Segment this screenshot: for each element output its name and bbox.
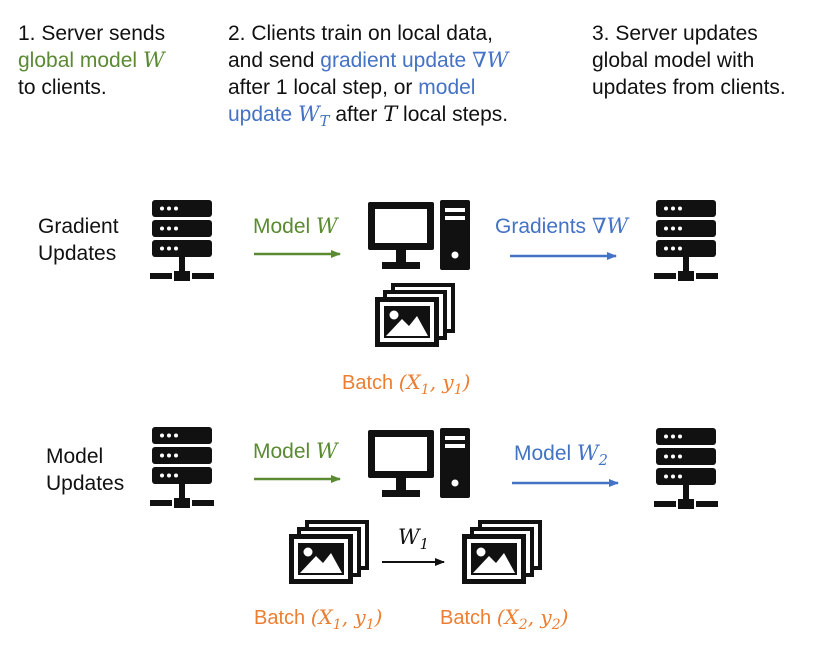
local-step-var: W1 — [398, 525, 429, 554]
desktop-computer-icon — [368, 200, 472, 272]
local-step-arrow — [382, 558, 445, 566]
gradient-in-text: Model — [253, 215, 311, 238]
model-out-text: Model — [514, 442, 572, 465]
model-updates-label: Model Updates — [46, 443, 156, 497]
gradient-label-line-1: Gradient — [38, 215, 119, 238]
model-label-line-2: Updates — [46, 472, 125, 495]
step-3-line-1: 3. Server updates — [592, 22, 758, 45]
step-2-line-4: update WT after T local steps. — [228, 101, 588, 135]
model-batch-2-text: Batch — [440, 607, 492, 629]
model-batch-2-label: Batch (X2, y2) — [440, 605, 568, 637]
step-1-line-3: to clients. — [18, 76, 107, 99]
step-2-t-var: T — [383, 102, 398, 126]
desktop-computer-icon — [368, 428, 472, 500]
image-stack-icon — [289, 520, 371, 586]
model-in-arrow — [254, 475, 341, 483]
model-out-var: W2 — [577, 441, 608, 470]
image-stack-icon — [375, 283, 457, 349]
step-2-model-var: WT — [298, 102, 330, 131]
step-3-line-3: updates from clients. — [592, 76, 786, 99]
gradient-batch-label: Batch (X1, y1) — [342, 370, 470, 402]
step-2-after-1: after 1 local step, or — [228, 76, 413, 99]
step-2-line-1: 2. Clients train on local data, — [228, 22, 493, 45]
server-icon — [654, 428, 718, 514]
gradient-out-text: Gradients — [495, 215, 587, 238]
step-2-gradient-update: gradient update — [320, 49, 467, 72]
step-2-update-word: update — [228, 103, 293, 126]
step-2-line-2: and send gradient update ∇W — [228, 47, 588, 74]
gradients-arrow — [510, 252, 617, 260]
server-icon — [150, 200, 214, 286]
step-2-model-word: model — [418, 76, 476, 99]
step-1-line-2: global model W — [18, 47, 218, 74]
gradient-out-var: ∇W — [591, 214, 629, 238]
model-model-w-label: Model W — [253, 439, 338, 464]
step-2-text: 2. Clients train on local data, and send… — [228, 20, 588, 135]
model-label-line-1: Model — [46, 445, 104, 468]
model-in-var: W — [316, 439, 338, 463]
step-1-text: 1. Server sends global model W to client… — [18, 20, 218, 101]
step-1-highlight: global model — [18, 49, 138, 72]
gradient-model-arrow — [254, 250, 341, 258]
gradient-batch-tuple: (X1, y1) — [398, 370, 471, 398]
step-2-and-send: and send — [228, 49, 315, 72]
server-icon — [150, 427, 214, 513]
gradient-model-w-label: Model W — [253, 214, 338, 239]
model-w2-label: Model W2 — [514, 441, 608, 473]
gradient-updates-label: Gradient Updates — [38, 213, 148, 267]
local-step-w1-label: W1 — [398, 525, 429, 557]
model-batch-1-text: Batch — [254, 607, 306, 629]
step-2-after-2: after — [335, 103, 378, 126]
gradient-batch-text: Batch — [342, 372, 394, 394]
model-batch-1-label: Batch (X1, y1) — [254, 605, 382, 637]
model-w2-arrow — [512, 479, 619, 487]
step-3-text: 3. Server updates global model with upda… — [592, 20, 827, 101]
step-2-gradient-var: ∇W — [472, 48, 509, 72]
step-2-line-3: after 1 local step, or model — [228, 74, 588, 101]
step-2-local-steps: local steps. — [403, 103, 509, 126]
step-1-line-1: 1. Server sends — [18, 22, 166, 45]
gradients-label: Gradients ∇W — [495, 214, 628, 239]
step-1-var: W — [142, 48, 165, 72]
model-batch-2-tuple: (X2, y2) — [496, 605, 569, 633]
gradient-label-line-2: Updates — [38, 242, 117, 265]
server-icon — [654, 200, 718, 286]
gradient-in-var: W — [316, 214, 338, 238]
step-3-line-2: global model with — [592, 49, 755, 72]
image-stack-icon — [462, 520, 544, 586]
model-batch-1-tuple: (X1, y1) — [310, 605, 383, 633]
model-in-text: Model — [253, 440, 311, 463]
